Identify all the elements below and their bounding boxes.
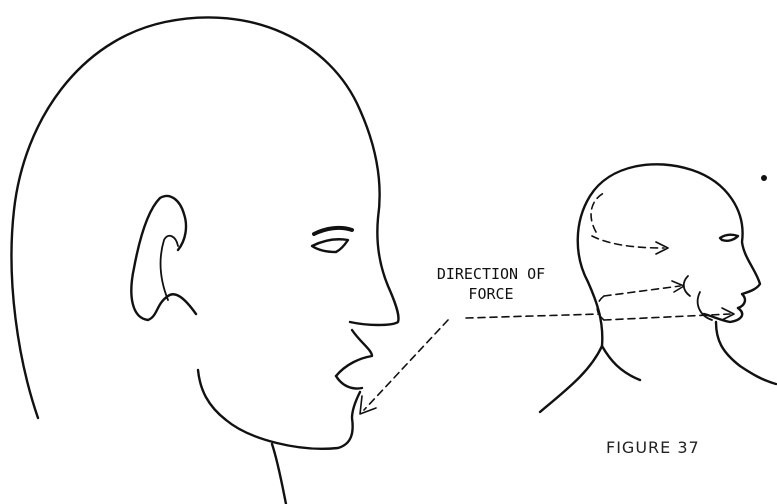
large-head-neck: [272, 444, 286, 504]
label-leader-right: [466, 314, 600, 318]
small-head-neck-front: [716, 322, 776, 384]
large-head-ear: [131, 196, 196, 320]
large-head-ear-inner: [161, 236, 178, 300]
direction-label-line2: FORCE: [396, 284, 586, 304]
small-dot: [761, 175, 767, 181]
large-head-eye: [312, 239, 348, 252]
large-head-upper-lip: [336, 330, 372, 376]
back-of-head-dashed-bump: [591, 192, 606, 232]
small-head-neck-back: [602, 346, 640, 380]
direction-of-force-label: DIRECTION OF FORCE: [396, 264, 586, 304]
figure-caption: FIGURE 37: [606, 438, 700, 457]
large-head-outline: [11, 17, 398, 418]
direction-label-line1: DIRECTION OF: [396, 264, 586, 284]
neck-upper-arrow-line: [604, 286, 680, 296]
large-head-lower-lip: [336, 376, 362, 389]
small-head-upper-arrow-line: [592, 236, 664, 248]
small-head-eye: [720, 235, 738, 241]
large-head-chin: [198, 370, 360, 449]
large-head-profile: [11, 17, 398, 504]
label-arrow-to-chin-line: [364, 320, 448, 410]
large-head-eyebrow: [314, 228, 352, 234]
